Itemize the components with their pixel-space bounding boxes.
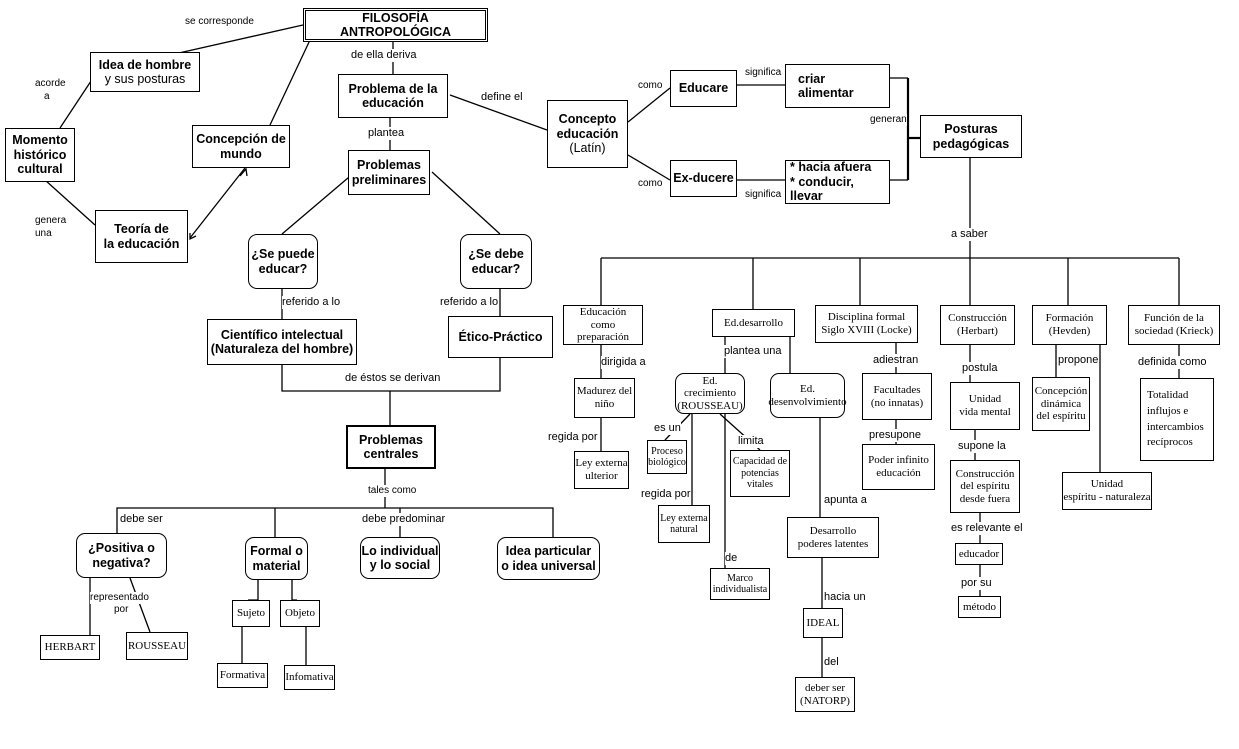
link-plantea: plantea: [368, 127, 405, 140]
link-representado-por: por: [114, 604, 129, 616]
link-genera: genera: [35, 215, 67, 226]
link-acorde-a: a: [44, 91, 50, 102]
link-dirigida-a: dirigida a: [601, 356, 646, 369]
node-concepto-educacion: Concepto educación (Latín): [547, 100, 628, 168]
link-definida-como: definida como: [1138, 356, 1207, 369]
node-herbart: HERBART: [40, 635, 100, 660]
link-define-el: define el: [481, 91, 523, 103]
link-por-su: por su: [961, 577, 992, 590]
link-como-exducere: como: [638, 178, 663, 189]
node-momento-historico: Momento histórico cultural: [5, 128, 75, 182]
node-cientifico-intelectual: Científico intelectual (Naturaleza del h…: [207, 319, 357, 365]
node-educare: Educare: [670, 70, 737, 107]
link-hacia-un: hacia un: [824, 591, 866, 604]
node-proceso-biologico: Proceso biológico: [647, 440, 687, 474]
link-tales-como: tales como: [368, 485, 417, 497]
link-debe-predominar: debe predominar: [362, 513, 446, 526]
node-ex-ducere: Ex-ducere: [670, 160, 737, 197]
node-idea-hombre: Idea de hombre y sus posturas: [90, 52, 200, 92]
node-deber-ser: deber ser (NATORP): [795, 677, 855, 712]
node-se-puede-educar: ¿Se puede educar?: [248, 234, 318, 289]
link-de-estos-se-derivan: de éstos se derivan: [345, 372, 441, 385]
node-educacion-preparacion: Educación como preparación: [563, 305, 643, 345]
node-unidad-espiritu-naturaleza: Unidad espíritu - naturaleza: [1062, 472, 1152, 510]
link-como-educare: como: [638, 80, 663, 91]
link-propone: propone: [1058, 354, 1099, 367]
link-referido-a-lo-etico: referido a lo: [440, 296, 499, 309]
node-posturas-pedagogicas: Posturas pedagógicas: [920, 115, 1022, 158]
link-regida-por-natural: regida por: [641, 488, 691, 501]
node-ideal: IDEAL: [803, 608, 843, 638]
node-educador: educador: [955, 543, 1003, 565]
link-supone-la: supone la: [958, 440, 1006, 453]
node-se-debe-educar: ¿Se debe educar?: [460, 234, 532, 289]
node-concepcion-dinamica: Concepción dinámica del espíritu: [1032, 377, 1090, 431]
link-limita: limita: [738, 435, 764, 448]
node-formacion-hevden: Formación (Hevden): [1032, 305, 1107, 345]
node-capacidad-potencias: Capacidad de potencias vitales: [730, 450, 790, 497]
link-representado: representado: [90, 592, 149, 604]
node-positiva-negativa: ¿Positiva o negativa?: [76, 533, 167, 578]
link-debe-ser: debe ser: [120, 513, 163, 526]
link-plantea-una: plantea una: [724, 345, 782, 358]
node-disciplina-formal: Disciplina formal Siglo XVIII (Locke): [815, 305, 918, 343]
link-genera-una: una: [35, 228, 52, 239]
link-referido-a-lo-cientifico: referido a lo: [282, 296, 341, 309]
link-de-ella-deriva: de ella deriva: [351, 49, 417, 62]
node-formal-material: Formal o material: [245, 537, 308, 580]
link-es-un: es un: [654, 422, 681, 435]
node-funcion-sociedad: Función de la sociedad (Krieck): [1128, 305, 1220, 345]
node-totalidad: Totalidad influjos e intercambios recípr…: [1140, 378, 1214, 461]
link-se-corresponde: se corresponde: [185, 16, 254, 27]
link-generan: generan: [870, 114, 907, 126]
node-concepcion-mundo: Concepción de mundo: [192, 125, 290, 168]
link-regida-por-ulterior: regida por: [548, 431, 598, 444]
node-desarrollo-poderes: Desarrollo poderes latentes: [787, 517, 879, 558]
node-unidad-vida-mental: Unidad vida mental: [950, 382, 1020, 430]
node-problema-educacion: Problema de la educación: [338, 74, 448, 118]
node-ley-externa-natural: Ley externa natural: [658, 505, 710, 543]
link-adiestran: adiestran: [873, 354, 919, 367]
node-metodo: método: [958, 596, 1001, 618]
link-apunta-a: apunta a: [824, 494, 867, 507]
node-sujeto: Sujeto: [232, 600, 270, 627]
node-madurez-nino: Madurez del niño: [574, 378, 635, 418]
node-marco-individualista: Marco individualista: [710, 568, 770, 600]
link-significa-educare: significa: [745, 67, 782, 78]
node-hacia-afuera: * hacia afuera * conducir, llevar: [785, 160, 890, 204]
node-formativa: Formativa: [217, 663, 268, 688]
link-a-saber: a saber: [951, 228, 988, 241]
link-del: del: [824, 656, 839, 669]
node-problemas-preliminares: Problemas preliminares: [348, 150, 430, 195]
node-problemas-centrales: Problemas centrales: [346, 425, 436, 469]
node-ley-externa-ulterior: Ley externa ulterior: [574, 451, 629, 489]
node-teoria-educacion: Teoría de la educación: [95, 210, 188, 263]
node-criar-alimentar: criar alimentar: [785, 64, 890, 108]
node-individual-social: Lo individual y lo social: [360, 537, 440, 579]
node-ed-crecimiento: Ed. crecimiento (ROUSSEAU): [675, 373, 745, 414]
node-construccion-espiritu: Construcción del espíritu desde fuera: [950, 460, 1020, 513]
link-significa-exducere: significa: [745, 189, 782, 200]
node-ed-desarrollo: Ed.desarrollo: [712, 309, 795, 337]
link-es-relevante-el: es relevante el: [951, 522, 1023, 535]
link-postula: postula: [962, 362, 998, 375]
node-poder-infinito: Poder infinito educación: [862, 444, 935, 490]
node-ed-desenvolvimiento: Ed. desenvolvimiento: [768, 373, 847, 418]
node-etico-practico: Ético-Práctico: [448, 316, 553, 358]
link-acorde: acorde: [35, 78, 66, 89]
node-infomativa: Infomativa: [284, 665, 335, 690]
node-objeto: Objeto: [280, 600, 320, 627]
node-facultades: Facultades (no innatas): [862, 373, 932, 420]
link-de: de: [725, 552, 738, 565]
node-construccion-herbart: Construcción (Herbart): [940, 305, 1015, 345]
node-idea-particular: Idea particular o idea universal: [497, 537, 600, 580]
node-filosofia-antropologica: FILOSOFÍA ANTROPOLÓGICA: [303, 8, 488, 42]
link-presupone: presupone: [869, 429, 921, 442]
node-rousseau: ROUSSEAU: [126, 632, 188, 660]
